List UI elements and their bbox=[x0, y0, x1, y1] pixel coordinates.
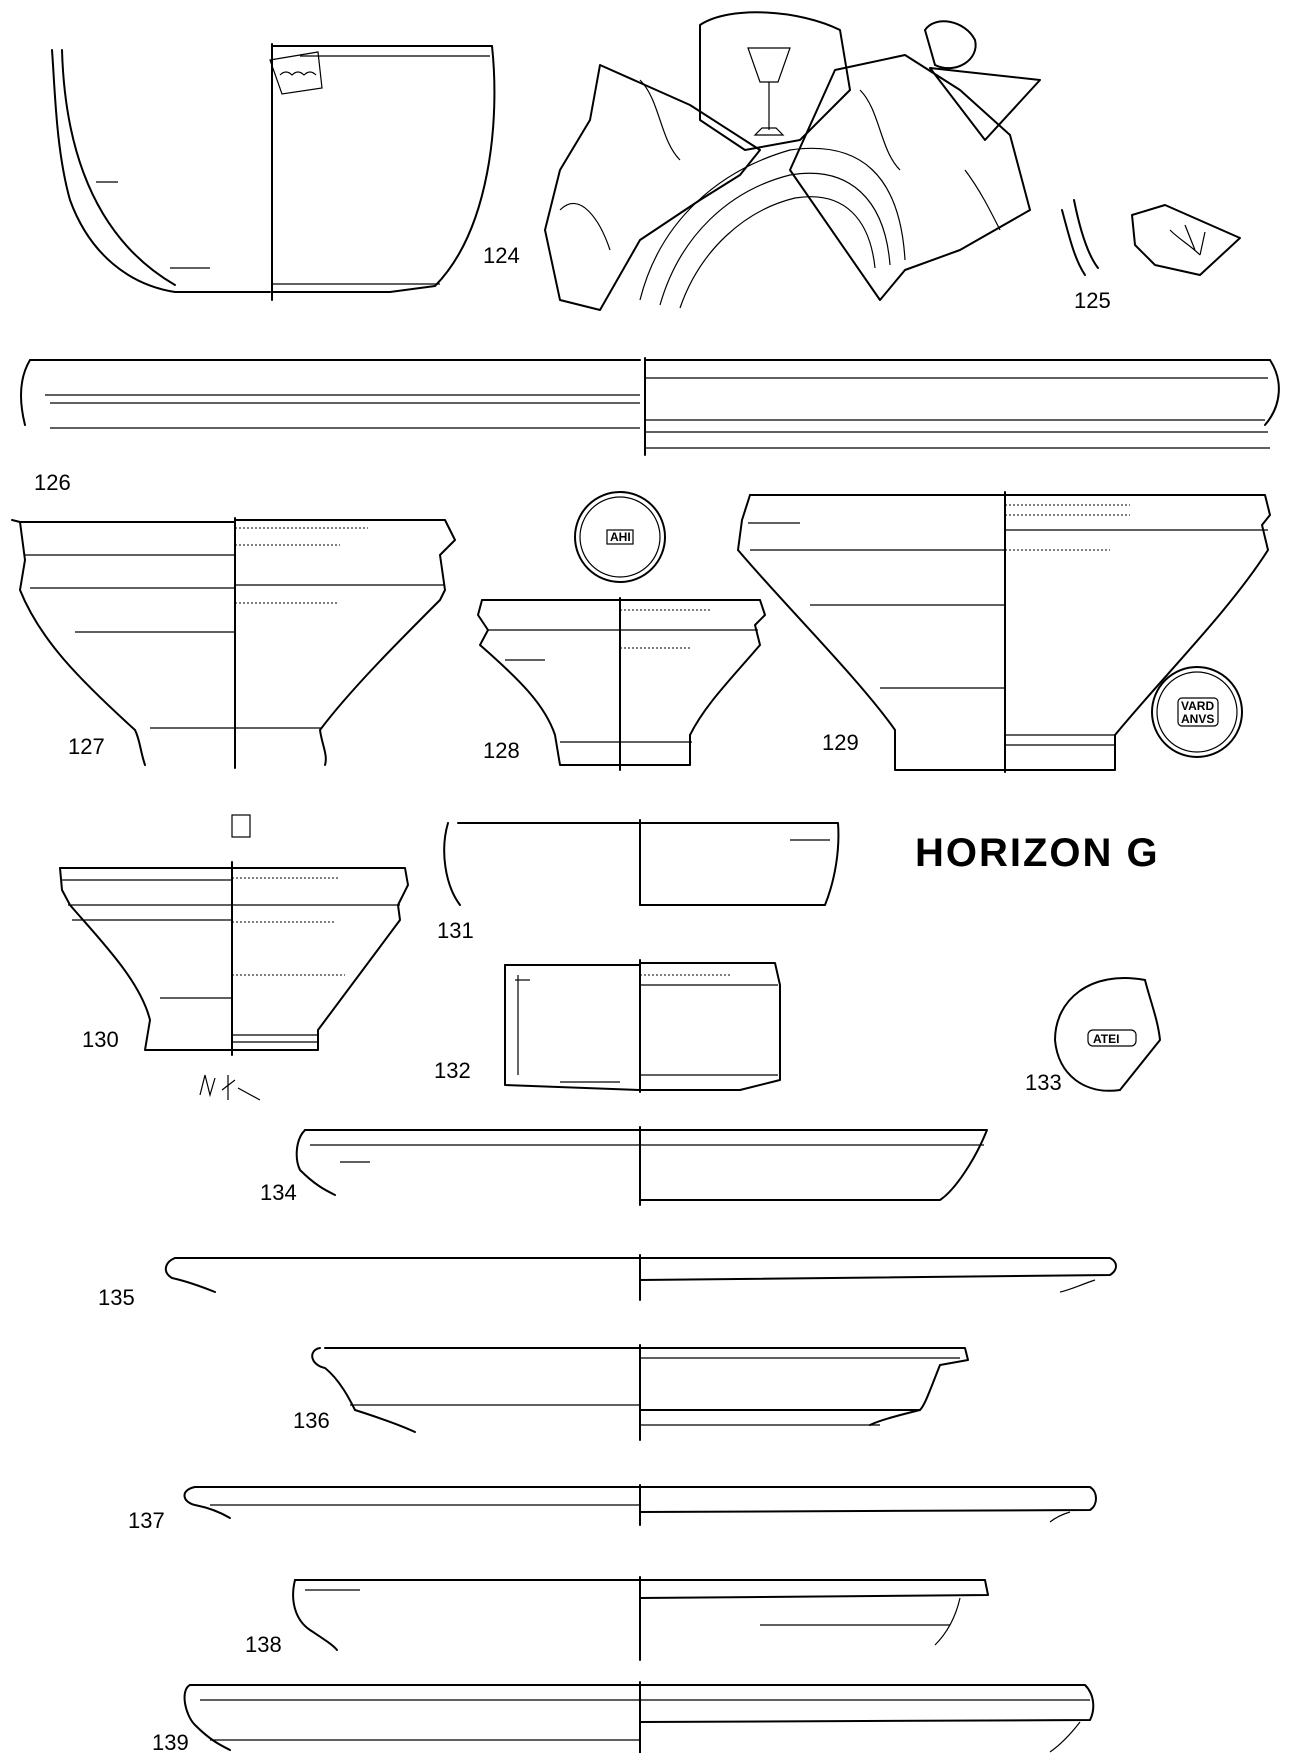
figure-label-135: 135 bbox=[98, 1285, 135, 1310]
vessel-134-drawing bbox=[295, 1126, 988, 1206]
figure-label-125: 125 bbox=[1074, 288, 1111, 313]
figure-label-124: 124 bbox=[483, 243, 520, 268]
plate-title: HORIZON G bbox=[915, 831, 1160, 875]
vessel-124-fragments bbox=[544, 11, 1041, 311]
stamp-129-line1: VARD bbox=[1181, 699, 1214, 713]
vessel-126-drawing bbox=[20, 357, 1280, 456]
figure-label-126: 126 bbox=[34, 470, 71, 495]
vessel-137-drawing bbox=[183, 1484, 1097, 1526]
stamp-129-line2: ANVS bbox=[1181, 712, 1214, 726]
figure-label-136: 136 bbox=[293, 1408, 330, 1433]
vessel-138-drawing bbox=[292, 1576, 989, 1661]
vessel-127-drawing bbox=[11, 517, 456, 769]
figure-label-130: 130 bbox=[82, 1027, 119, 1052]
vessel-129-drawing: VARD ANVS bbox=[737, 491, 1271, 773]
figure-label-134: 134 bbox=[260, 1180, 297, 1205]
vessel-130-drawing bbox=[59, 814, 409, 1101]
figure-label-127: 127 bbox=[68, 734, 105, 759]
figure-label-139: 139 bbox=[152, 1730, 189, 1753]
figure-label-129: 129 bbox=[822, 730, 859, 755]
figure-label-128: 128 bbox=[483, 738, 520, 763]
vessel-135-drawing bbox=[164, 1254, 1117, 1301]
vessel-124-drawing bbox=[51, 43, 496, 301]
vessel-136-drawing bbox=[311, 1344, 969, 1441]
figure-label-137: 137 bbox=[128, 1508, 165, 1533]
vessel-125-drawing bbox=[1061, 199, 1241, 276]
figure-label-131: 131 bbox=[437, 918, 474, 943]
figure-label-138: 138 bbox=[245, 1632, 282, 1657]
figure-label-132: 132 bbox=[434, 1058, 471, 1083]
vessel-133-drawing: ATEI bbox=[1054, 977, 1161, 1092]
figure-label-133: 133 bbox=[1025, 1070, 1062, 1095]
vessel-131-drawing bbox=[443, 819, 840, 906]
stamp-128-text: AHI bbox=[610, 530, 631, 544]
vessel-139-drawing bbox=[183, 1681, 1095, 1753]
stamp-133-text: ATEI bbox=[1093, 1032, 1119, 1046]
vessel-128-drawing: AHI bbox=[477, 491, 766, 771]
vessel-132-drawing bbox=[504, 959, 781, 1093]
